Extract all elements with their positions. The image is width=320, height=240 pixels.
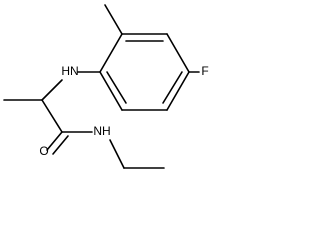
alpha-to-carbonyl-bond [41,99,63,133]
nh-top-label: HN [61,64,78,78]
ring-bond-c6-c1 [99,71,123,111]
ring-bond-c3-c4 [166,33,190,73]
fluorine-label: F [201,64,208,78]
oxygen-label: O [39,144,48,158]
chemical-structure-diagram: HN F O NH [3,4,209,169]
amide-n-to-ethyl-bond [109,139,125,169]
nh-bottom-label: NH [93,124,110,138]
nh-to-alpha-carbon-bond [41,79,63,101]
ring-inner-double-bond-2 [162,71,183,104]
ring-bond-c4-c5 [166,71,190,111]
methyl-bond [104,4,123,35]
carbonyl-double-bond-inner [52,135,69,155]
structure-svg: HN F O NH [3,4,209,169]
ring-bond-c1-c2 [99,33,123,73]
ring-inner-double-bond-3 [106,71,127,104]
carbonyl-double-bond-outer [46,131,63,151]
